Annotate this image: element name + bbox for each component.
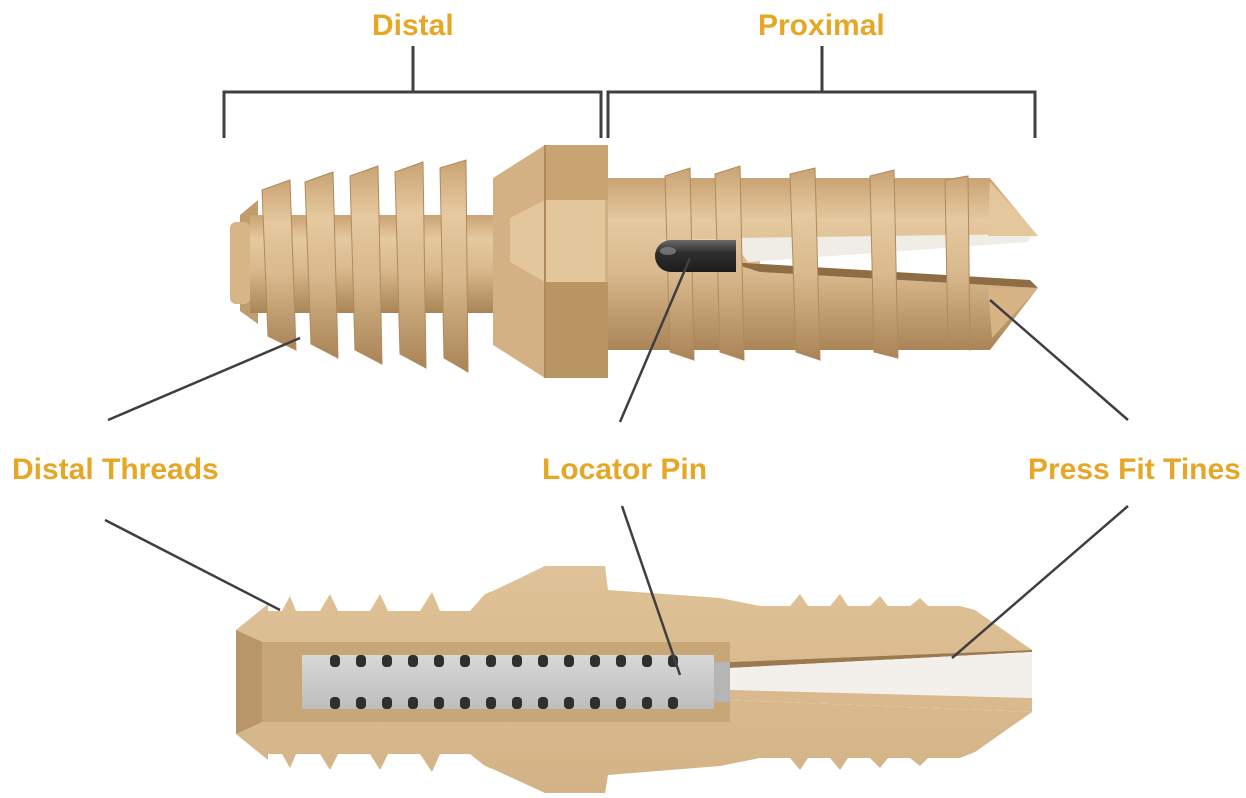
distal-bracket [224,46,601,138]
distal-label: Distal [372,11,454,41]
inner-insert-shape [302,655,730,709]
proximal-label: Proximal [758,11,885,41]
proximal-bracket [608,46,1035,138]
press-fit-tines-leader-bottom [952,506,1128,658]
locator-pin-shape [655,240,736,272]
implant-section-view [236,566,1032,793]
press-fit-tines-leader-top [990,300,1128,420]
hex-collar [493,145,608,378]
distal-threads-label: Distal Threads [12,455,219,485]
distal-threads-leader-bottom [105,520,280,610]
locator-pin-label: Locator Pin [542,455,707,485]
press-fit-tines-label: Press Fit Tines [1028,455,1241,485]
distal-threads-leader-top [108,338,300,420]
implant-external-view [230,145,1038,378]
